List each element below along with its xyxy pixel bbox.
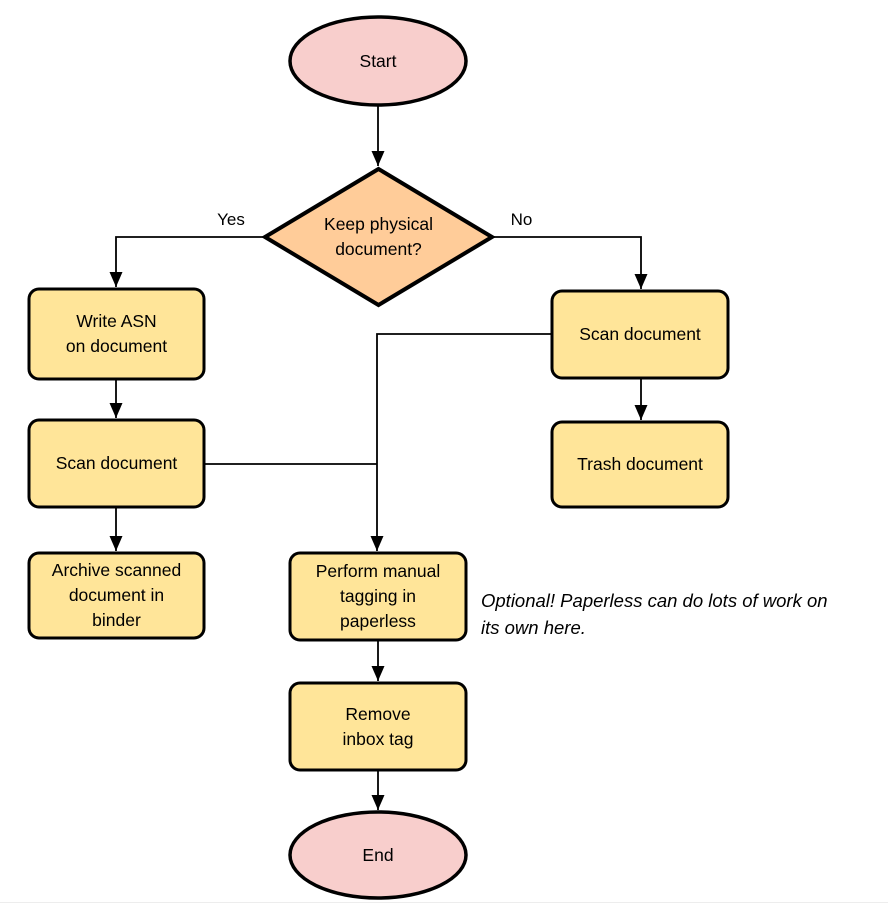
optional-annotation: Optional! Paperless can do lots of work … bbox=[481, 590, 828, 638]
trash-node-shape bbox=[550, 420, 730, 509]
archive-node-shape bbox=[27, 551, 206, 640]
end-node-shape bbox=[288, 810, 468, 900]
scan-left-node-shape bbox=[27, 418, 206, 509]
scan-right-node-shape bbox=[550, 289, 730, 380]
edge-scan-right-to-tagging bbox=[370, 333, 552, 551]
tagging-node-shape bbox=[288, 551, 468, 642]
start-node-shape bbox=[288, 15, 468, 107]
decision-node-shape bbox=[261, 166, 496, 308]
edge-decision-no-to-scan-right bbox=[493, 236, 648, 289]
remove-inbox-node-shape bbox=[288, 681, 468, 772]
edge-decision-yes-to-write-asn bbox=[109, 236, 264, 287]
write-asn-node-shape bbox=[27, 287, 206, 381]
page-bottom-divider bbox=[0, 902, 888, 903]
